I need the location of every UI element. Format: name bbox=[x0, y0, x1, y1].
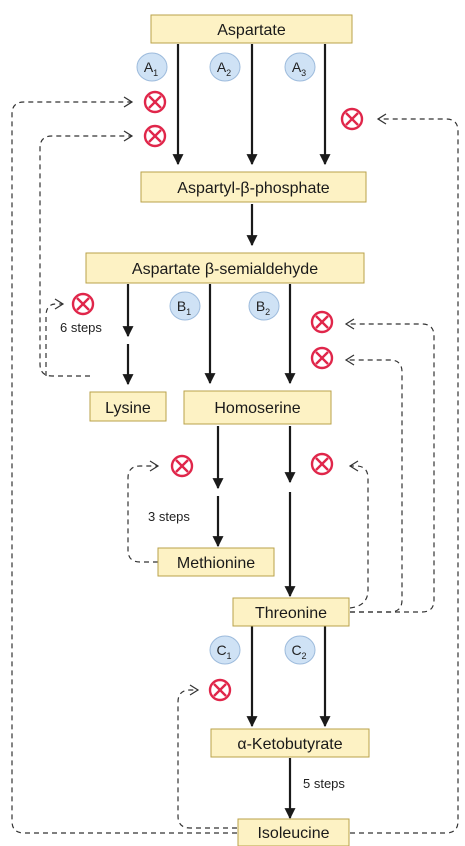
enzyme-b1: B1 bbox=[169, 291, 201, 321]
enzyme-b2: B2 bbox=[248, 291, 280, 321]
feedback-head bbox=[344, 318, 355, 330]
feedback-head bbox=[149, 460, 160, 472]
inhibition-icon bbox=[208, 678, 232, 702]
svg-text:Aspartyl-β-phosphate: Aspartyl-β-phosphate bbox=[177, 180, 329, 197]
inhibition-icon bbox=[170, 454, 194, 478]
svg-text:A3: A3 bbox=[292, 59, 306, 78]
feedback-head bbox=[376, 113, 387, 125]
feedback-lysine-branch bbox=[45, 303, 62, 376]
svg-text:Aspartate: Aspartate bbox=[217, 22, 286, 39]
svg-text:Threonine: Threonine bbox=[255, 605, 327, 622]
inhibition-icons bbox=[71, 90, 364, 702]
inhibition-icon bbox=[310, 310, 334, 334]
inhibition-icon bbox=[310, 346, 334, 370]
feedback-head bbox=[348, 460, 359, 472]
feedback-head bbox=[123, 130, 134, 142]
steps-lysine: 6 steps bbox=[60, 320, 102, 335]
feedback-head bbox=[189, 684, 200, 696]
feedback-head bbox=[54, 298, 65, 310]
compound-aspartyl-phosphate: Aspartyl-β-phosphate bbox=[140, 171, 367, 203]
feedback-lines bbox=[11, 96, 459, 834]
feedback-methionine bbox=[127, 465, 158, 563]
feedback-head bbox=[123, 96, 134, 108]
enzyme-c1: C1 bbox=[209, 635, 241, 665]
svg-text:Lysine: Lysine bbox=[105, 400, 151, 417]
feedback-threonine-self bbox=[349, 465, 369, 609]
svg-text:B2: B2 bbox=[256, 298, 270, 317]
enzyme-labels: A1 A2 A3 B1 B2 C1 C2 bbox=[136, 52, 316, 665]
compound-threonine: Threonine bbox=[232, 597, 350, 627]
compound-lysine: Lysine bbox=[89, 391, 167, 422]
feedback-lysine-a bbox=[39, 135, 132, 377]
compound-methionine: Methionine bbox=[157, 547, 275, 577]
svg-text:C2: C2 bbox=[291, 642, 306, 661]
inhibition-icon bbox=[340, 107, 364, 131]
svg-text:Methionine: Methionine bbox=[177, 555, 255, 572]
compound-isoleucine: Isoleucine bbox=[237, 818, 350, 846]
svg-text:Aspartate β-semialdehyde: Aspartate β-semialdehyde bbox=[132, 261, 318, 278]
steps-isoleucine: 5 steps bbox=[303, 776, 345, 791]
svg-text:A1: A1 bbox=[144, 59, 158, 78]
feedback-head bbox=[344, 354, 355, 366]
compound-aspartate-semialdehyde: Aspartate β-semialdehyde bbox=[85, 252, 365, 284]
enzyme-a2: A2 bbox=[209, 52, 241, 82]
inhibition-icon bbox=[143, 90, 167, 114]
compound-ketobutyrate: α-Ketobutyrate bbox=[210, 728, 370, 758]
pathway-arrows bbox=[122, 44, 331, 820]
svg-text:C1: C1 bbox=[216, 642, 231, 661]
enzyme-c2: C2 bbox=[284, 635, 316, 665]
svg-text:α-Ketobutyrate: α-Ketobutyrate bbox=[237, 736, 342, 753]
enzyme-a1: A1 bbox=[136, 52, 168, 82]
svg-text:B1: B1 bbox=[177, 298, 191, 317]
svg-text:Isoleucine: Isoleucine bbox=[257, 825, 329, 842]
inhibition-icon bbox=[310, 452, 334, 476]
feedback-isoleucine-a3 bbox=[350, 118, 459, 834]
compound-aspartate: Aspartate bbox=[150, 14, 353, 44]
feedback-threonine-b2 bbox=[346, 323, 435, 613]
feedback-isoleucine-c bbox=[177, 689, 237, 829]
steps-methionine: 3 steps bbox=[148, 509, 190, 524]
svg-text:Homoserine: Homoserine bbox=[214, 400, 300, 417]
inhibition-icon bbox=[71, 292, 95, 316]
feedback-isoleucine-a1 bbox=[11, 101, 237, 834]
compound-homoserine: Homoserine bbox=[183, 390, 332, 425]
inhibition-icon bbox=[143, 124, 167, 148]
svg-text:A2: A2 bbox=[217, 59, 231, 78]
enzyme-a3: A3 bbox=[284, 52, 316, 82]
feedback-threonine-b1 bbox=[346, 359, 403, 613]
